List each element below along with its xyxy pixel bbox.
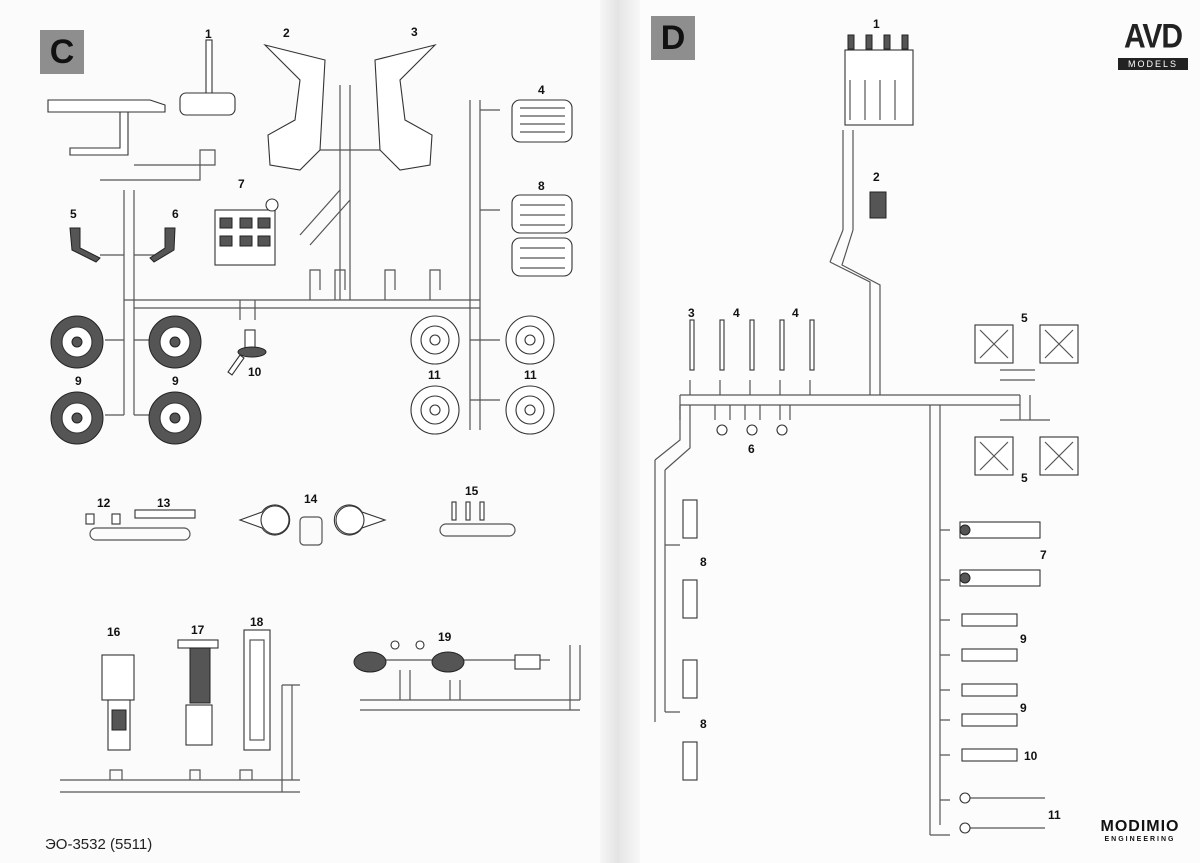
label-d11: 11 — [1048, 808, 1061, 822]
label-c11-left: 11 — [428, 368, 441, 382]
label-c12: 12 — [97, 496, 111, 510]
part-labels-d: 1 2 3 4 4 5 5 6 7 8 8 9 9 10 11 — [688, 17, 1061, 822]
label-c3: 3 — [411, 25, 418, 39]
sprue-d-parts — [682, 34, 1079, 834]
part-c3 — [374, 43, 437, 171]
part-d8 — [682, 499, 698, 781]
part-c9 — [50, 315, 202, 445]
part-d6 — [716, 424, 788, 436]
logo-main: AVD — [1123, 17, 1183, 56]
label-c8: 8 — [538, 179, 545, 193]
part-c5 — [69, 227, 101, 263]
label-d8-top: 8 — [700, 555, 707, 569]
part-c16 — [101, 654, 135, 751]
label-c17: 17 — [191, 623, 205, 637]
label-c15: 15 — [465, 484, 479, 498]
sprue-d-frame — [654, 130, 1050, 836]
sprue-c-parts — [47, 39, 573, 751]
part-d2 — [869, 191, 887, 219]
label-c13: 13 — [157, 496, 171, 510]
part-d3-d4 — [689, 319, 815, 371]
avd-models-logo: AVD MODELS — [1118, 17, 1188, 70]
label-d4-right: 4 — [792, 306, 799, 320]
label-c9-right: 9 — [172, 374, 179, 388]
part-d1 — [844, 34, 914, 126]
label-c18: 18 — [250, 615, 264, 629]
label-d5-bottom: 5 — [1021, 471, 1028, 485]
label-c14: 14 — [304, 492, 318, 506]
part-c14 — [238, 504, 387, 536]
label-d8-bottom: 8 — [700, 717, 707, 731]
label-c6: 6 — [172, 207, 179, 221]
label-c9-left: 9 — [75, 374, 82, 388]
part-c19 — [353, 640, 550, 673]
part-d9 — [961, 613, 1018, 727]
label-c7: 7 — [238, 177, 245, 191]
model-designation: ЭО-3532 (5511) — [45, 836, 153, 853]
sprue-letter-c: C — [40, 30, 84, 74]
label-d6: 6 — [748, 442, 755, 456]
label-d10: 10 — [1024, 749, 1038, 763]
part-c7 — [214, 198, 279, 266]
label-c4: 4 — [538, 83, 545, 97]
label-c10: 10 — [248, 365, 262, 379]
label-d2: 2 — [873, 170, 880, 184]
part-c8 — [511, 194, 573, 277]
label-c5: 5 — [70, 207, 77, 221]
part-c1 — [47, 39, 236, 156]
part-labels-c: 1 2 3 4 5 6 7 8 9 9 10 11 11 12 13 14 15… — [70, 25, 545, 644]
label-d5-top: 5 — [1021, 311, 1028, 325]
part-d7 — [959, 521, 1041, 587]
part-c17 — [177, 639, 219, 746]
label-d4-left: 4 — [733, 306, 740, 320]
label-d9-top: 9 — [1020, 632, 1027, 646]
label-d7: 7 — [1040, 548, 1047, 562]
part-c2 — [263, 43, 326, 171]
label-d1: 1 — [873, 17, 880, 31]
sprue-letter-d: D — [651, 16, 695, 60]
part-d11 — [959, 792, 1045, 834]
page-gutter — [600, 0, 640, 863]
part-c13 — [134, 509, 196, 519]
part-c11 — [410, 315, 555, 435]
part-d5 — [974, 324, 1079, 476]
part-c10 — [227, 329, 267, 376]
label-c11-right: 11 — [524, 368, 537, 382]
part-c18 — [243, 629, 271, 751]
part-c12 — [85, 513, 121, 525]
label-d9-bottom: 9 — [1020, 701, 1027, 715]
brand-main: MODIMIO — [1100, 818, 1180, 835]
label-c16: 16 — [107, 625, 121, 639]
sprue-c-frame — [60, 85, 581, 793]
brand-sub: ENGINEERING — [1104, 836, 1176, 843]
label-c1: 1 — [205, 27, 212, 41]
modimio-brand: MODIMIO ENGINEERING — [1090, 818, 1190, 843]
logo-sub: MODELS — [1118, 58, 1188, 70]
label-c19: 19 — [438, 630, 452, 644]
part-c4 — [511, 99, 573, 143]
label-d3: 3 — [688, 306, 695, 320]
label-c2: 2 — [283, 26, 290, 40]
part-c15 — [451, 501, 485, 521]
part-d10 — [961, 748, 1018, 762]
part-c6 — [149, 227, 176, 263]
